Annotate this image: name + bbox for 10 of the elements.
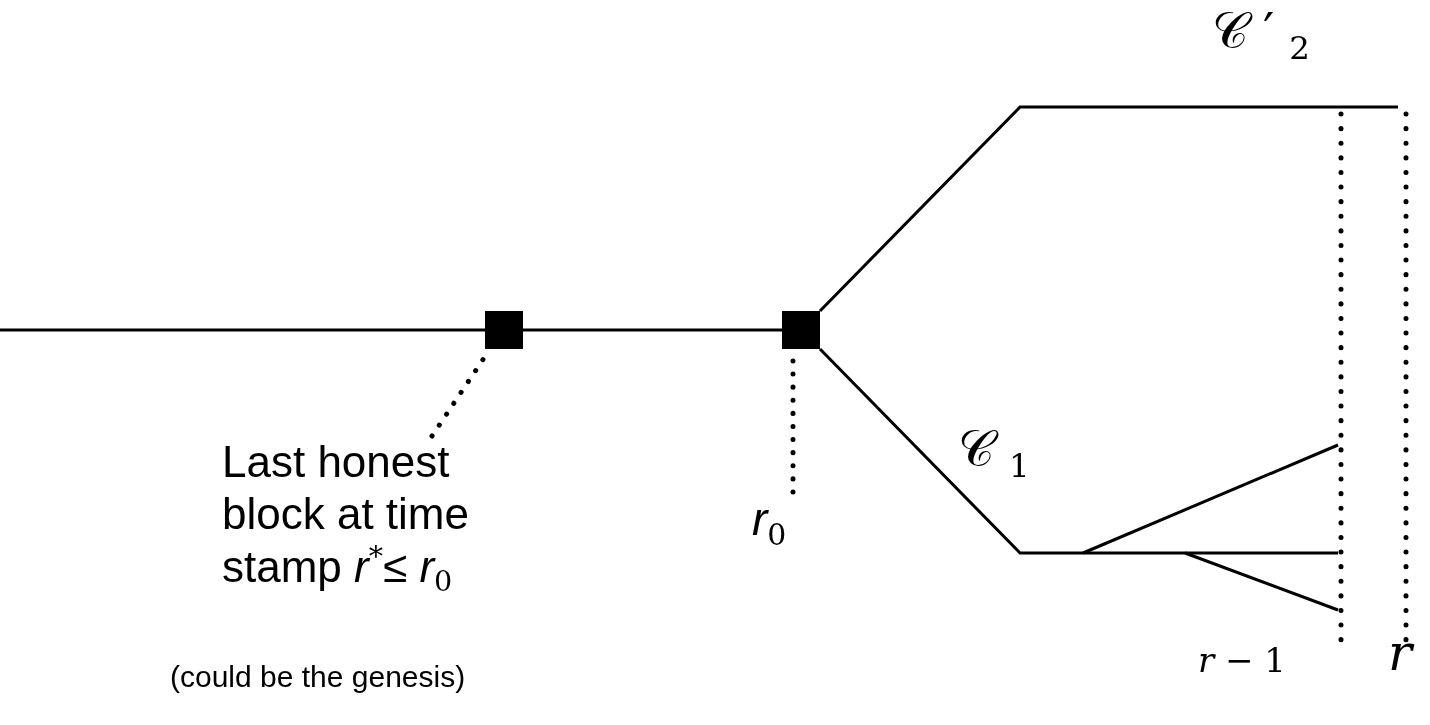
chain-branch-line [818,347,1338,555]
block-square [485,311,523,349]
chain-line [523,328,782,332]
time-label: r − 1 [1198,640,1286,680]
note-text: (could be the genesis) [170,660,466,694]
chain-branch-line [818,105,1398,313]
block-square [782,311,820,349]
time-label: r$_{0}$ [752,492,832,553]
chain-line [0,328,485,332]
annotation-text: Last honest block at time stamp r$^{*}$≤ r$_{0}$ [222,436,552,599]
